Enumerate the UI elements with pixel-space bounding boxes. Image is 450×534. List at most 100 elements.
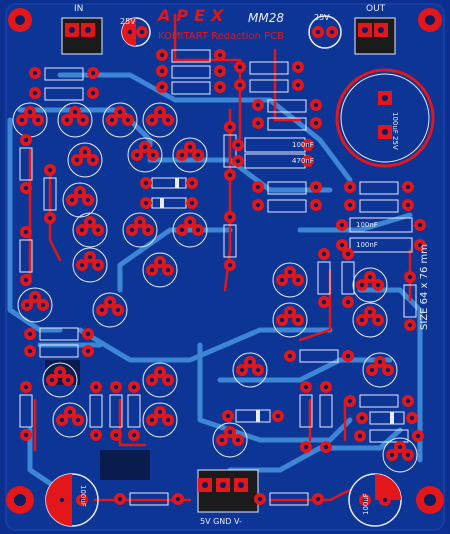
pad-hole [255,202,261,208]
pad-hole [127,29,133,35]
pad-hole [405,184,411,190]
pad-hole [217,68,223,74]
pad-hole [237,64,243,70]
trace [268,488,352,502]
pad-hole [345,251,351,257]
big-electrolytic-capacitor [335,68,435,168]
pad-hole [150,152,156,158]
out-connector-label: OUT [366,4,386,14]
resistor [43,177,57,211]
trace [77,327,333,363]
pad-hole [323,384,329,390]
diode [369,411,405,425]
pad-hole [187,219,193,225]
model-label: MM28 [248,11,284,25]
pad-hole [377,359,383,365]
pad-hole [362,27,368,33]
transistor [62,182,98,218]
pad-hole [303,444,309,450]
pad-hole [74,157,80,163]
resistor [403,284,417,318]
pad-hole [24,302,30,308]
pad-hole [321,299,327,305]
trace [27,427,63,493]
pad-hole [107,299,113,305]
resistor [267,181,307,195]
pad-hole [157,369,163,375]
pad-hole [279,277,285,283]
pad-hole [315,496,321,502]
pad-hole [239,367,245,373]
resistor [267,199,307,213]
pad-hole [217,52,223,58]
pad-hole [79,227,85,233]
trace [217,357,393,383]
pad-hole [67,409,73,415]
trace [48,173,62,262]
pad-hole [59,497,65,503]
resistor [127,394,141,428]
pad-hole [27,109,33,115]
ground-fill-area [100,450,150,480]
electrolytic-capacitor [308,15,342,49]
transistor [142,102,178,138]
pad-hole [159,68,165,74]
pad-hole [49,377,55,383]
pad-hole [149,377,155,383]
pad-hole [90,70,96,76]
resistor [171,81,211,95]
cap-label: 100nF [356,241,378,249]
pad-hole [407,322,413,328]
trace [57,72,353,183]
pad-hole [145,227,151,233]
pad-hole [367,274,373,280]
transistor [72,247,108,283]
resistor [249,61,289,75]
cap-label: 100uF [79,485,87,507]
cap-label: 470nF [292,157,314,165]
resistor [129,492,169,506]
pad-hole [139,29,145,35]
size-label: SIZE 64 x 76 mm [419,243,430,330]
pad-hole [315,29,321,35]
transistor [272,302,308,338]
pad-hole [47,167,53,173]
pad-hole [134,152,140,158]
pad-hole [417,222,423,228]
diode-band [160,198,164,208]
transistor [272,262,308,298]
pad-hole [303,384,309,390]
pad-hole [189,180,195,186]
pad-hole [339,222,345,228]
transistor [17,287,53,323]
trace [7,117,63,333]
pad-hole [389,452,395,458]
electrolytic-capacitors [45,15,435,527]
pad-hole [143,200,149,206]
pad-hole [405,202,411,208]
pad-hole [85,331,91,337]
pad-hole [149,417,155,423]
transistor [127,137,163,173]
transistor [382,437,418,473]
pad-hole [195,152,201,158]
pad-hole [23,229,29,235]
transistor [52,402,88,438]
pad-hole [27,331,33,337]
pad-hole [202,482,208,488]
resistor [19,239,33,273]
pad-hole [378,27,384,33]
pad-hole [295,82,301,88]
pad-hole [85,27,91,33]
pad-hole [235,437,241,443]
pad-hole [225,413,231,419]
pad-hole [235,158,241,164]
pad-hole [47,215,53,221]
pad-hole [99,307,105,313]
pad-hole [35,117,41,123]
pad-hole [157,259,163,265]
trace [273,48,302,122]
pad-hole [113,432,119,438]
resistor [317,261,331,295]
